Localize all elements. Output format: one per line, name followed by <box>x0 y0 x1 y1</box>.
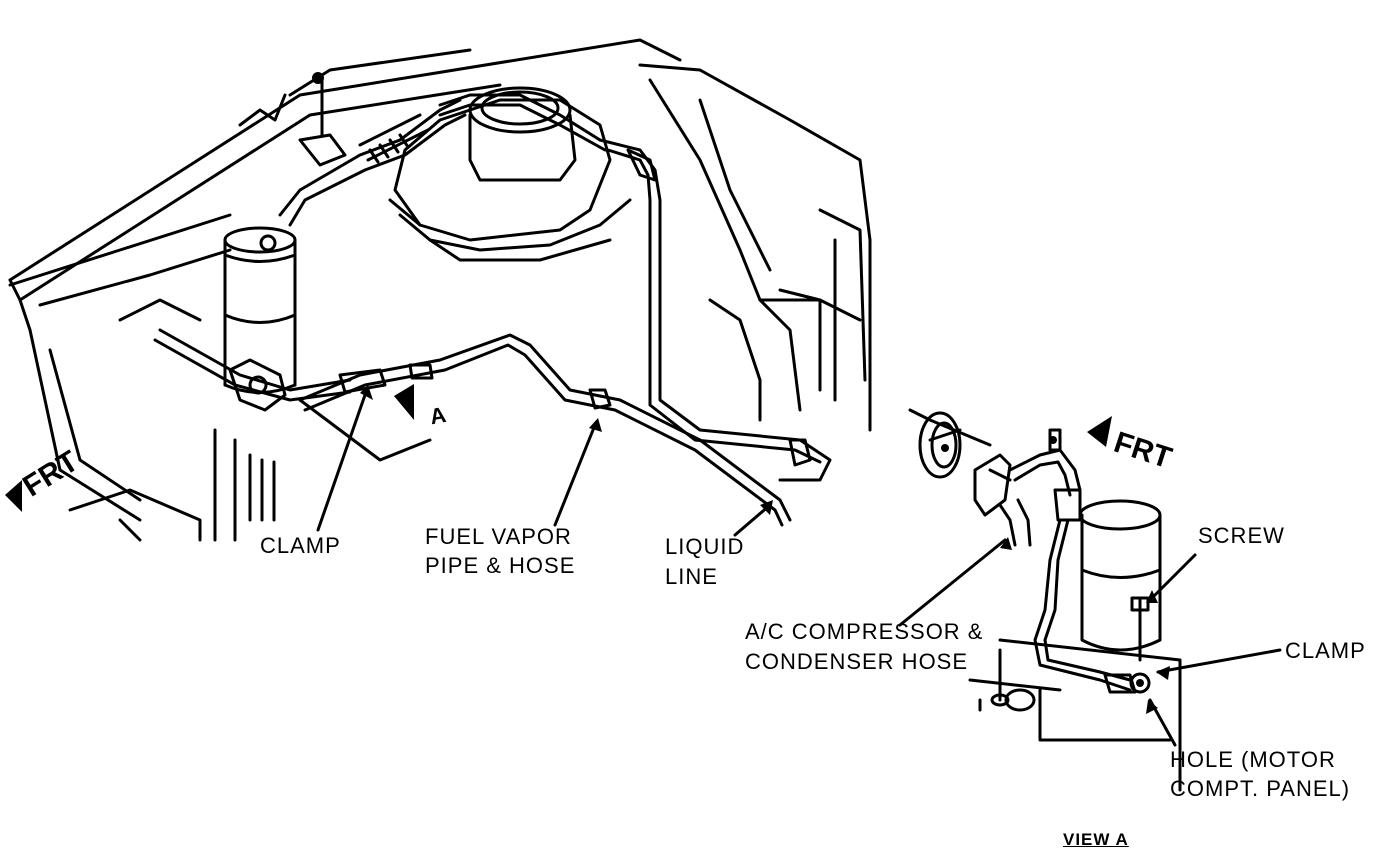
front-fender-and-wheelhouse <box>638 63 872 432</box>
clamp-label-main: CLAMP <box>260 533 341 558</box>
hole-label-line2: COMPT. PANEL) <box>1170 776 1351 801</box>
fuel-vapor-label-line1: FUEL VAPOR <box>425 524 572 549</box>
liquid-line-label-line2: LINE <box>665 564 718 589</box>
screw-leader <box>1148 553 1197 602</box>
view-a-lines <box>1008 428 1151 694</box>
shock-tower <box>388 86 632 262</box>
ac-hose-label-line2: CONDENSER HOSE <box>745 649 969 674</box>
radiator-support-structure <box>8 38 682 542</box>
view-a-title: VIEW A <box>1063 830 1129 849</box>
clamp-detail-leader <box>1156 648 1282 674</box>
fuel-vapor-pipe <box>298 333 792 527</box>
clamp-label-detail: CLAMP <box>1285 638 1366 663</box>
leader-lines-main <box>316 393 772 537</box>
frt-arrow-icon <box>1087 416 1112 447</box>
liquid-line-leader <box>733 503 772 537</box>
screw-label: SCREW <box>1198 523 1285 548</box>
frt-arrow-icon <box>5 480 22 512</box>
ac-hose-label-line1: A/C COMPRESSOR & <box>745 619 984 644</box>
clamp-leader <box>316 393 367 532</box>
ac-hose-leader <box>898 538 1007 627</box>
fuel-vapor-leader <box>553 423 597 527</box>
ac-compressor-condenser-hose <box>153 98 467 402</box>
liquid-line-label-line1: LIQUID <box>665 534 745 559</box>
view-a-detail-structure <box>908 408 1182 792</box>
view-a-arrow-icon <box>394 384 414 420</box>
liquid-line-pipe <box>438 93 832 482</box>
fuel-vapor-label-line2: PIPE & HOSE <box>425 553 576 578</box>
hole-label-line1: HOLE (MOTOR <box>1170 747 1336 772</box>
